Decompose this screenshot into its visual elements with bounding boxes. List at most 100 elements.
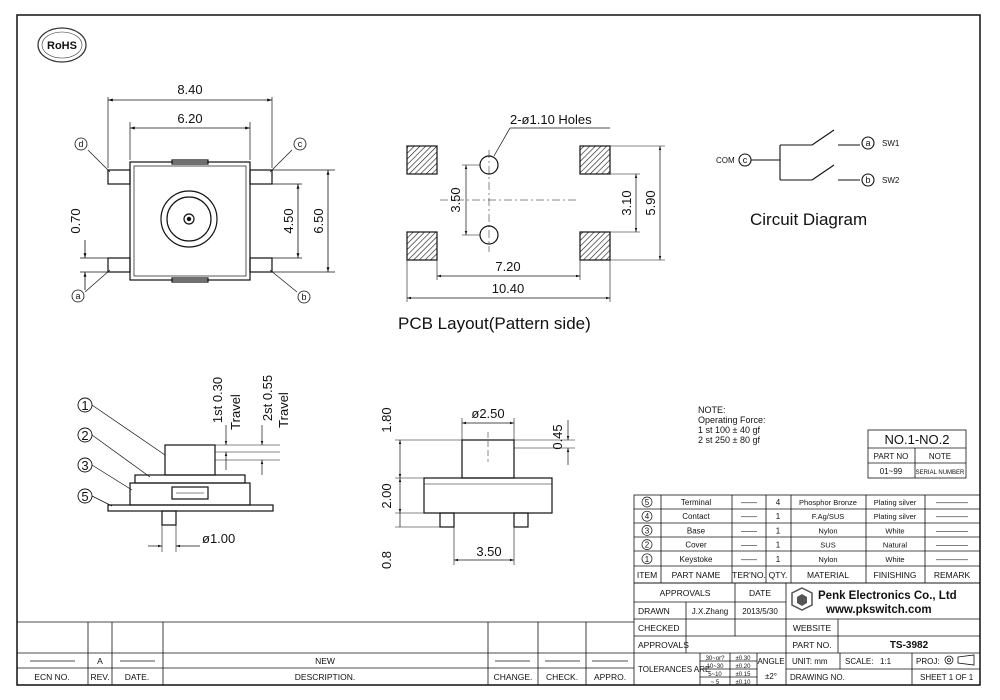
travel1-label: 1st 0.30 [210, 377, 225, 423]
angle-value: ±2° [765, 672, 777, 681]
dim-body-height: 2.00 [379, 483, 394, 508]
bom-cell-material: F.Ag/SUS [812, 512, 845, 521]
bom-h-part: PART NAME [672, 570, 721, 580]
bom-item-circle [641, 496, 653, 508]
tolerance-range: ~ 5 [711, 680, 720, 686]
bom-item-circle [641, 539, 653, 550]
bom-cell-material: SUS [820, 541, 835, 550]
tolerance-value: ±0.20 [736, 664, 752, 670]
bom-cell-remark: ———— [936, 512, 968, 521]
part-table-val2: SERIAL NUMBER [916, 470, 965, 476]
note-line-3: 1 st 100 ± 40 gf [698, 425, 760, 435]
rev-new: NEW [315, 656, 335, 666]
bom-cell-qty: 1 [776, 541, 781, 550]
rev-rev: REV. [90, 672, 109, 682]
projection-icon [944, 654, 975, 666]
drawn-label: DRAWN [638, 606, 670, 616]
bom-cell-qty: 1 [776, 555, 781, 564]
callout-2: 2 [81, 428, 88, 443]
part-table-col1: PART NO [874, 452, 909, 461]
pin-label-a: a [75, 291, 80, 301]
bom-cell-finishing: White [885, 555, 904, 564]
dim-height-outer: 6.50 [311, 208, 326, 233]
part-table-col2: NOTE [929, 452, 951, 461]
bom-cell-finishing: Plating silver [874, 498, 917, 507]
tolerance-range: 5~10 [708, 672, 722, 678]
bom-cell-finishing: Natural [883, 541, 908, 550]
bom-h-material: MATERIAL [807, 570, 849, 580]
part-no-label: PART NO. [792, 640, 831, 650]
pin-label-c: c [298, 139, 303, 149]
dim-leg-gap: 3.50 [476, 544, 501, 559]
pin-label-b: b [301, 292, 306, 302]
bom-cell-part: Cover [685, 541, 707, 550]
rev-value: A [97, 656, 103, 666]
approvals-title: APPROVALS [660, 588, 711, 598]
rohs-label: RoHS [47, 40, 77, 52]
bom-cell-ter: —— [741, 512, 757, 521]
bom-cell-remark: ———— [936, 498, 968, 507]
bom-cell-qty: 4 [776, 498, 781, 507]
dim-stem-height: 0.45 [550, 424, 565, 449]
revision-block [17, 621, 634, 685]
bom-table [633, 494, 981, 584]
dim-hole-spacing: 3.50 [448, 187, 463, 212]
bom-cell-finishing: Plating silver [874, 512, 917, 521]
bom-cell-ter: —— [741, 526, 757, 535]
rev-date: DATE. [125, 672, 149, 682]
bom-h-item: ITEM [637, 570, 657, 580]
sw1-label: SW1 [882, 139, 900, 148]
bom-h-finishing: FINISHING [874, 570, 917, 580]
travel2-word: Travel [276, 392, 291, 428]
com-label: COM [716, 156, 735, 165]
approvals-date-label: DATE [749, 588, 771, 598]
callout-1: 1 [81, 398, 88, 413]
tolerance-value: ±0.30 [736, 656, 752, 662]
bom-item-circle [641, 553, 653, 565]
company-name: Penk Electronics Co., Ltd [818, 590, 957, 602]
note-line-2: Operating Force: [698, 415, 766, 425]
pin-label-d: d [78, 139, 83, 149]
dim-pad-v-inner: 3.10 [619, 190, 634, 215]
travel2-label: 2st 0.55 [260, 375, 275, 421]
rev-appro: APPRO. [594, 672, 626, 682]
com-pin: c [743, 155, 748, 165]
bom-header: ITEM PART NAME TER'NO. QTY. MATERIAL FIN… [637, 570, 971, 580]
dim-cap-height: 1.80 [379, 407, 394, 432]
callout-5: 5 [81, 489, 88, 504]
holes-note: 2-ø1.10 Holes [510, 112, 592, 127]
top-view [71, 97, 335, 304]
bom-cell-remark: ———— [936, 526, 968, 535]
company-website: www.pkswitch.com [825, 604, 932, 616]
bom-cell-item: 1 [645, 555, 650, 564]
part-no-value: TS-3982 [890, 640, 929, 651]
bom-cell-part: Contact [682, 512, 710, 521]
bom-item-circle [641, 510, 653, 522]
bom-cell-ter: —— [741, 498, 757, 507]
front-view [395, 418, 575, 565]
website-label: WEBSITE [793, 623, 832, 633]
drawing-frame [16, 14, 981, 686]
rev-description: DESCRIPTION. [295, 672, 355, 682]
drawn-by: J.X.Zhang [692, 607, 728, 616]
bom-cell-remark: ———— [936, 541, 968, 550]
part-number-table [867, 429, 967, 479]
bom-cell-material: Phosphor Bronze [799, 498, 857, 507]
bom-cell-ter: —— [741, 555, 757, 564]
dim-pad-h-inner: 7.20 [495, 259, 520, 274]
dim-pad-v-outer: 5.90 [643, 190, 658, 215]
sheet-label: SHEET 1 OF 1 [920, 673, 974, 682]
bom-cell-part: Keystoke [680, 555, 713, 564]
travel1-word: Travel [228, 394, 243, 430]
checked-label: CHECKED [638, 623, 680, 633]
note-block: NOTE: Operating Force: 1 st 100 ± 40 gf … [698, 405, 766, 445]
bom-h-ter: TER'NO. [732, 570, 766, 580]
approvals-block [633, 582, 981, 686]
drawing-no-label: DRAWING NO. [790, 673, 845, 682]
unit-label: UNIT: mm [792, 657, 828, 666]
rev-check: CHECK. [546, 672, 578, 682]
bom-cell-qty: 1 [776, 512, 781, 521]
dim-height-inner: 4.50 [281, 208, 296, 233]
bom-item-circle [641, 525, 653, 536]
